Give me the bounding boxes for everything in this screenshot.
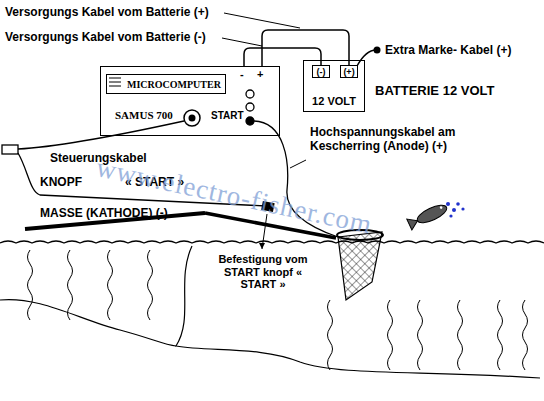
extra-cable <box>357 50 376 66</box>
cable-label: MASSE (KATHODE) (-) <box>40 207 168 221</box>
supply-cable <box>244 48 321 66</box>
plant <box>388 300 393 370</box>
device-box: SAMUS 700 START MICROCOMPUTER <box>100 66 280 136</box>
node-text: 12 VOLT <box>312 95 356 107</box>
leader-line <box>224 13 300 28</box>
cable-label: Hochspannungskabel am Kescherring (Anode… <box>310 126 500 154</box>
pointer-head <box>259 243 265 249</box>
fish <box>407 202 449 230</box>
cable-label: Extra Marke- Kabel (+) <box>385 44 511 58</box>
control-cable <box>18 121 184 149</box>
node-text: MICROCOMPUTER <box>127 79 221 90</box>
plant <box>28 250 33 320</box>
plant <box>498 300 503 370</box>
splash-dots <box>446 202 465 218</box>
terminal-sign: - <box>240 68 244 81</box>
leader-line <box>290 160 306 168</box>
leader-line <box>222 38 262 46</box>
cable-label: Versorgungs Kabel vom Batterie (+) <box>5 6 209 20</box>
cable-label: Versorgungs Kabel vom Batterie (-) <box>5 31 206 45</box>
socket <box>246 103 254 111</box>
plant <box>418 300 423 370</box>
water-surface <box>0 241 544 243</box>
plant <box>108 250 113 320</box>
plant <box>68 250 73 320</box>
battery-terminal: (-) <box>312 65 330 78</box>
socket <box>246 117 254 125</box>
plant <box>148 250 153 320</box>
node-text: SAMUS 700 <box>115 109 173 121</box>
plants <box>28 250 528 370</box>
plant <box>328 300 333 370</box>
landing-net <box>338 232 382 300</box>
note-label: Befestigung vom START knopf « START » <box>212 253 314 291</box>
watermark: www.electro-fisher.com <box>94 152 375 241</box>
start-knob <box>189 115 196 122</box>
plug <box>2 145 18 154</box>
battery-terminal: (+) <box>340 65 358 78</box>
display-box: MICROCOMPUTER <box>106 74 226 94</box>
socket <box>246 90 254 98</box>
node-text: START <box>211 110 244 121</box>
battery-label: BATTERIE 12 VOLT <box>375 84 494 99</box>
battery-box: 12 VOLT (-) (+) <box>303 60 365 112</box>
terminal-sign: + <box>257 68 263 81</box>
cable-end <box>374 47 381 54</box>
icon-lines <box>109 78 121 86</box>
plant <box>458 300 463 370</box>
node-text: (+) <box>343 67 354 77</box>
plant <box>523 300 528 370</box>
start-knob <box>184 110 200 126</box>
button-label: KNOPF <box>40 176 82 190</box>
lake-bottom <box>176 246 540 378</box>
cable-line <box>244 48 321 66</box>
node-text: (-) <box>317 67 326 77</box>
